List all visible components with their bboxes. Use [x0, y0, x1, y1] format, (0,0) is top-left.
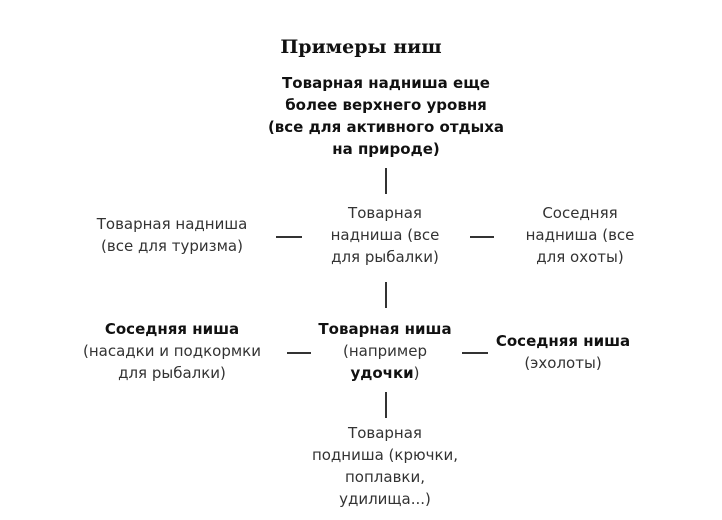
- node-sub-line-2: подниша (крючки,: [311, 446, 459, 464]
- node-bottom-center-line-3: удочки): [305, 362, 465, 384]
- node-bottom-left-line-2: для рыбалки): [118, 364, 226, 382]
- node-middle-center: Товарная надниша (все для рыбалки): [305, 202, 465, 268]
- connector-middle-to-bottom: [385, 282, 387, 308]
- connector-bottom-right: [462, 352, 488, 354]
- diagram-title: Примеры ниш: [280, 36, 442, 58]
- connector-middle-left: [276, 236, 302, 238]
- connector-bottom-to-sub: [385, 392, 387, 418]
- node-bottom-center-example-rest: ): [413, 364, 420, 382]
- node-top-line-1: Товарная надниша еще: [282, 74, 490, 92]
- node-bottom-right-heading: Соседняя ниша: [495, 332, 631, 350]
- node-top-line-2: более верхнего уровня: [285, 96, 487, 114]
- node-bottom-right: Соседняя ниша (эхолоты): [488, 330, 638, 374]
- node-middle-center-line-1: Товарная: [348, 204, 422, 222]
- node-sub-niche: Товарная подниша (крючки, поплавки, удил…: [290, 422, 480, 510]
- node-middle-center-line-3: для рыбалки): [331, 248, 439, 266]
- node-middle-center-line-2: надниша (все: [330, 226, 440, 244]
- node-bottom-left-heading: Соседняя ниша: [104, 320, 240, 338]
- node-top-line-4: на природе): [332, 140, 440, 158]
- connector-middle-right: [470, 236, 494, 238]
- node-bottom-center-example-bold: удочки: [350, 364, 414, 382]
- node-bottom-left: Соседняя ниша (насадки и подкормки для р…: [62, 318, 282, 384]
- node-bottom-left-line-1: (насадки и подкормки: [83, 342, 261, 360]
- node-bottom-center-heading: Товарная ниша: [318, 320, 452, 338]
- connector-bottom-left: [287, 352, 311, 354]
- node-top-supra-niche: Товарная надниша еще более верхнего уров…: [236, 72, 536, 160]
- node-middle-left: Товарная надниша (все для туризма): [72, 213, 272, 257]
- node-bottom-center: Товарная ниша (например удочки): [305, 318, 465, 384]
- node-middle-left-line-1: Товарная надниша: [96, 215, 248, 233]
- node-middle-right-line-1: Соседняя: [542, 204, 618, 222]
- node-top-line-3: (все для активного отдыха: [267, 118, 505, 136]
- node-bottom-center-line-2: (например: [343, 342, 427, 360]
- node-sub-line-3: поплавки,: [345, 468, 425, 486]
- node-middle-right-line-2: надниша (все: [525, 226, 635, 244]
- node-middle-right-line-3: для охоты): [536, 248, 624, 266]
- connector-top-to-middle: [385, 168, 387, 194]
- node-middle-right: Соседняя надниша (все для охоты): [500, 202, 660, 268]
- node-sub-line-4: удилища...): [339, 490, 431, 508]
- node-middle-left-line-2: (все для туризма): [101, 237, 243, 255]
- node-sub-line-1: Товарная: [348, 424, 422, 442]
- node-bottom-right-line-1: (эхолоты): [524, 354, 602, 372]
